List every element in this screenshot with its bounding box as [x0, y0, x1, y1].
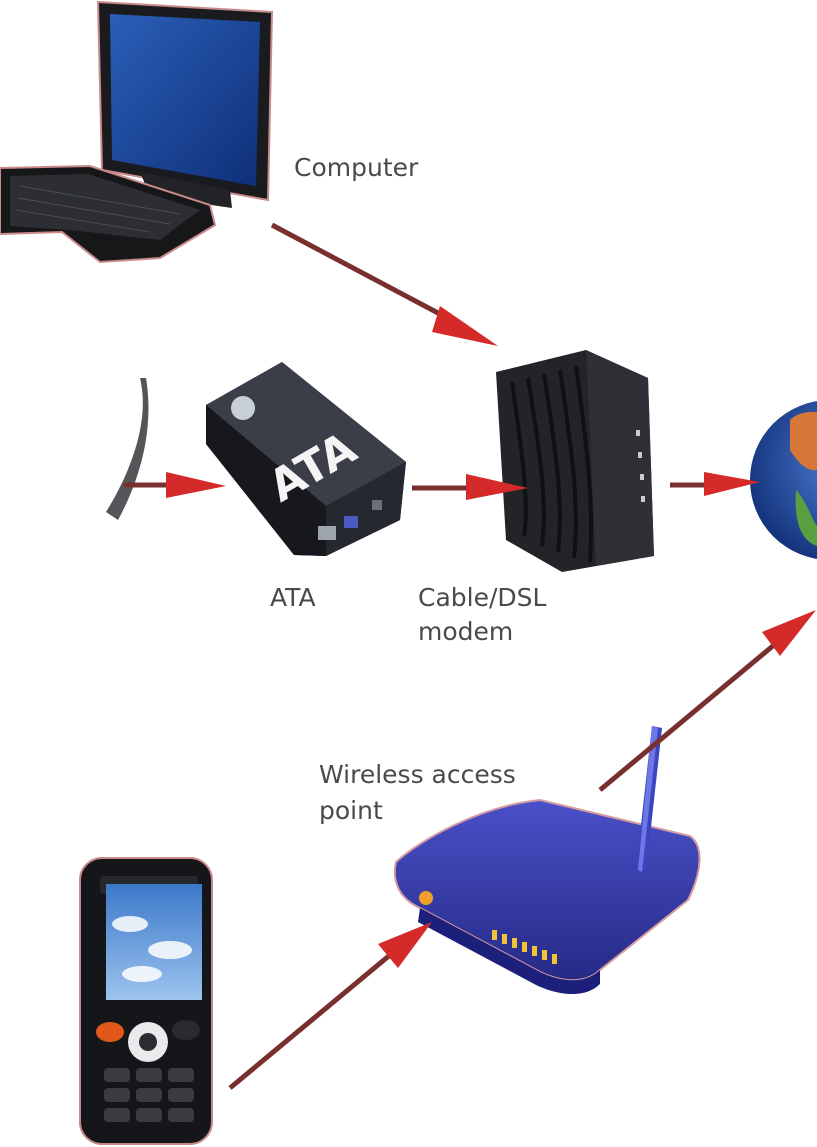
arrow-computer-to-modem [272, 225, 498, 346]
arrow-mobile-to-wap [230, 922, 432, 1088]
computer-device [0, 2, 272, 262]
label-modem-line2: modem [418, 613, 513, 651]
arrow-wap-to-internet [600, 610, 816, 790]
arrow-phone-to-ata [124, 472, 226, 498]
globe-icon [750, 400, 817, 560]
modem-icon [496, 350, 654, 572]
label-ata: ATA [270, 579, 316, 617]
mobile-phone-icon [80, 858, 212, 1144]
ata-icon: ATA [206, 362, 406, 556]
label-wap-line2: point [319, 792, 383, 830]
label-computer: Computer [294, 149, 418, 187]
label-wap-line1: Wireless access [319, 756, 516, 794]
arrow-modem-to-internet [670, 472, 760, 496]
phone-handset-icon [106, 378, 148, 520]
label-modem-line1: Cable/DSL [418, 579, 546, 617]
